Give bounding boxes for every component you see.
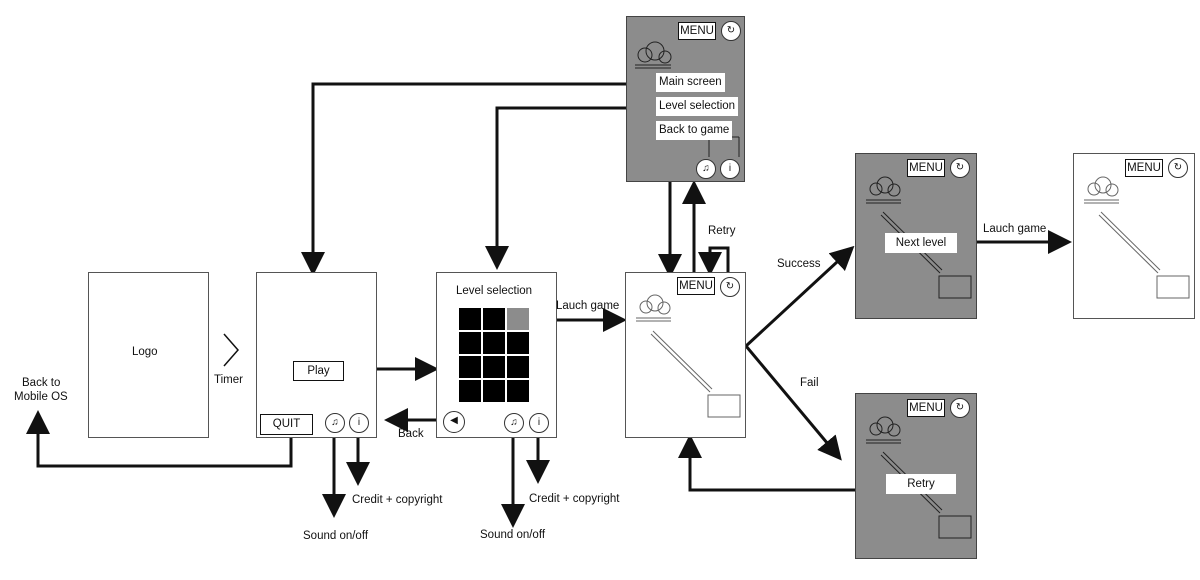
level-cell-locked[interactable] [507, 308, 529, 330]
menu-button[interactable]: MENU [907, 399, 945, 417]
level-grid [459, 308, 529, 402]
level-cell[interactable] [483, 380, 505, 402]
next-game-screen: MENU ↻ [1073, 153, 1195, 319]
timer-label: Timer [214, 374, 243, 386]
sound-label: Sound on/off [480, 529, 546, 541]
level-selection-title: Level selection [456, 285, 533, 297]
retry-icon[interactable]: ↻ [950, 158, 970, 178]
level-cell[interactable] [507, 332, 529, 354]
info-icon[interactable]: i [720, 159, 740, 179]
timer-chevron [223, 333, 239, 367]
arrow-success [744, 245, 855, 348]
level-cell[interactable] [459, 380, 481, 402]
info-icon[interactable]: i [529, 413, 549, 433]
pause-menu-screen: MENU ↻ Main screen Level selection Back … [626, 16, 745, 182]
level-cell[interactable] [483, 356, 505, 378]
retry-icon[interactable]: ↻ [950, 398, 970, 418]
next-level-button[interactable]: Next level [885, 233, 957, 253]
menu-item-back-to-game[interactable]: Back to game [656, 121, 733, 140]
level-cell[interactable] [459, 308, 481, 330]
arrow-menu-main [301, 82, 656, 276]
level-cell[interactable] [483, 308, 505, 330]
logo-screen: Logo [88, 272, 209, 438]
arrow-quit-os [26, 410, 293, 468]
level-selection-screen: Level selection ◀ ♫ i [436, 272, 557, 438]
level-cell[interactable] [483, 332, 505, 354]
level-cell[interactable] [507, 356, 529, 378]
arrow-retry-loop [698, 246, 730, 276]
main-screen: Play QUIT ♫ i [256, 272, 377, 438]
game-screen: MENU ↻ [625, 272, 746, 438]
fail-screen: MENU ↻ Retry [855, 393, 977, 559]
game-board [636, 294, 741, 418]
menu-button[interactable]: MENU [678, 22, 716, 40]
back-icon[interactable]: ◀ [443, 411, 465, 433]
menu-item-level-selection[interactable]: Level selection [656, 97, 739, 116]
retry-label: Retry [708, 225, 736, 237]
back-os-label-2: Mobile OS [14, 391, 68, 403]
sound-icon[interactable]: ♫ [504, 413, 524, 433]
back-os-label-1: Back to [22, 377, 61, 389]
menu-button[interactable]: MENU [1125, 159, 1163, 177]
arrow-fail-retry [678, 434, 886, 492]
play-button[interactable]: Play [293, 361, 344, 381]
back-label: Back [398, 428, 424, 440]
logo-label: Logo [132, 346, 158, 358]
menu-button[interactable]: MENU [907, 159, 945, 177]
retry-icon[interactable]: ↻ [721, 21, 741, 41]
sound-icon[interactable]: ♫ [696, 159, 716, 179]
retry-button[interactable]: Retry [886, 474, 956, 494]
menu-button[interactable]: MENU [677, 277, 715, 295]
arrow-fail [744, 345, 842, 461]
level-cell[interactable] [459, 332, 481, 354]
retry-icon[interactable]: ↻ [1168, 158, 1188, 178]
level-cell[interactable] [459, 356, 481, 378]
credit-label: Credit + copyright [529, 493, 620, 505]
retry-icon[interactable]: ↻ [720, 277, 740, 297]
launch-game-label: Lauch game [983, 223, 1047, 235]
sound-icon[interactable]: ♫ [325, 413, 345, 433]
fail-label: Fail [800, 377, 819, 389]
quit-button[interactable]: QUIT [260, 414, 313, 435]
arrow-menu-level [485, 106, 656, 270]
info-icon[interactable]: i [349, 413, 369, 433]
level-cell[interactable] [507, 380, 529, 402]
launch-game-label: Lauch game [556, 300, 620, 312]
menu-item-main-screen[interactable]: Main screen [656, 73, 725, 92]
success-screen: MENU ↻ Next level [855, 153, 977, 319]
credit-label: Credit + copyright [352, 494, 443, 506]
sound-label: Sound on/off [303, 530, 369, 542]
success-label: Success [777, 258, 821, 270]
next-game-board [1084, 176, 1190, 299]
